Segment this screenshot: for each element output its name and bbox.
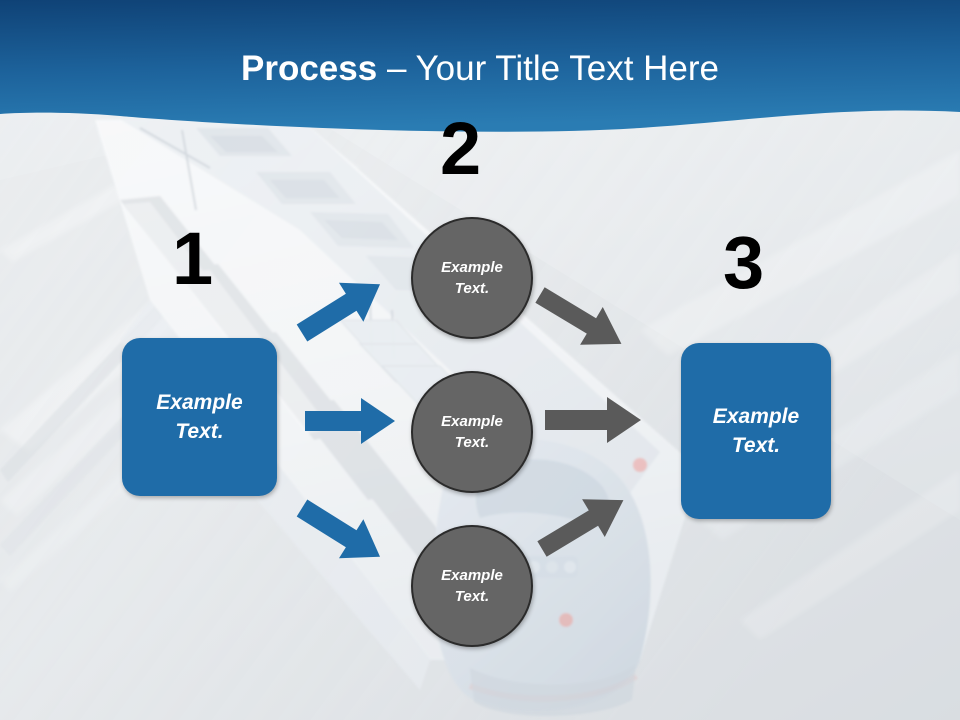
process-circle-3[interactable]: Example Text. (411, 525, 533, 647)
process-circle-2-text: Example Text. (441, 411, 503, 453)
process-circle-2[interactable]: Example Text. (411, 371, 533, 493)
process-box-left[interactable]: Example Text. (122, 338, 277, 496)
process-box-left-text: Example Text. (156, 388, 242, 446)
process-circle-1-line2: Text. (454, 280, 490, 297)
process-circle-1[interactable]: Example Text. (411, 217, 533, 339)
title-banner: Process – Your Title Text Here (0, 0, 960, 145)
step-number-2: 2 (440, 107, 482, 190)
process-box-right-line2: Text. (731, 434, 781, 457)
process-box-right-line1: Example (712, 405, 800, 428)
process-circle-1-line1: Example (441, 259, 503, 276)
process-circle-1-text: Example Text. (441, 257, 503, 299)
process-box-right[interactable]: Example Text. (681, 343, 831, 519)
process-box-left-line2: Text. (175, 420, 224, 443)
process-circle-3-line1: Example (441, 567, 503, 584)
step-number-3: 3 (723, 221, 765, 304)
step-number-1: 1 (172, 217, 214, 300)
process-box-right-text: Example Text. (713, 402, 799, 460)
page-title-strong: Process (241, 49, 378, 88)
process-box-left-line1: Example (156, 391, 243, 414)
process-circle-2-line1: Example (441, 413, 503, 430)
page-title-rest: – Your Title Text Here (377, 49, 719, 88)
process-circle-3-text: Example Text. (441, 565, 503, 607)
page-title: Process – Your Title Text Here (0, 49, 960, 89)
process-circle-2-line2: Text. (454, 434, 490, 451)
process-circle-3-line2: Text. (454, 588, 490, 605)
